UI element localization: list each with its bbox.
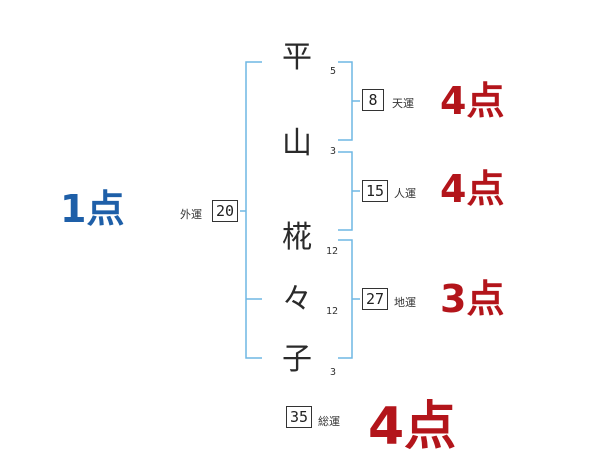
- chikaku-label: 地運: [394, 296, 416, 309]
- chikaku-bracket: [338, 239, 353, 359]
- outer-bracket: [245, 61, 262, 359]
- stroke-count-5: 3: [330, 367, 337, 378]
- tenkaku-bracket: [338, 61, 353, 141]
- name-char-4: 々: [282, 282, 312, 317]
- chikaku-score: 3点: [440, 277, 505, 321]
- jinkaku-label: 人運: [394, 187, 416, 200]
- stroke-count-3: 12: [326, 246, 339, 257]
- name-char-2: 山: [282, 126, 312, 161]
- gaikaku-label: 外運: [180, 208, 202, 221]
- stroke-count-1: 5: [330, 66, 337, 77]
- gaikaku-value-box: 20: [212, 200, 238, 222]
- name-char-1: 平: [282, 40, 312, 75]
- soukaku-score: 4点: [368, 397, 457, 457]
- name-char-3: 椛: [282, 220, 312, 255]
- chikaku-value-box: 27: [362, 288, 388, 310]
- soukaku-label: 総運: [318, 415, 340, 428]
- gaikaku-score: 1点: [60, 187, 125, 231]
- stroke-count-2: 3: [330, 146, 337, 157]
- jinkaku-bracket: [338, 151, 353, 231]
- tenkaku-label: 天運: [392, 97, 414, 110]
- stroke-count-4: 12: [326, 306, 339, 317]
- name-char-5: 子: [282, 342, 312, 377]
- tenkaku-value-box: 8: [362, 89, 384, 111]
- soukaku-value-box: 35: [286, 406, 312, 428]
- jinkaku-score: 4点: [440, 167, 505, 211]
- jinkaku-value-box: 15: [362, 180, 388, 202]
- tenkaku-score: 4点: [440, 79, 505, 123]
